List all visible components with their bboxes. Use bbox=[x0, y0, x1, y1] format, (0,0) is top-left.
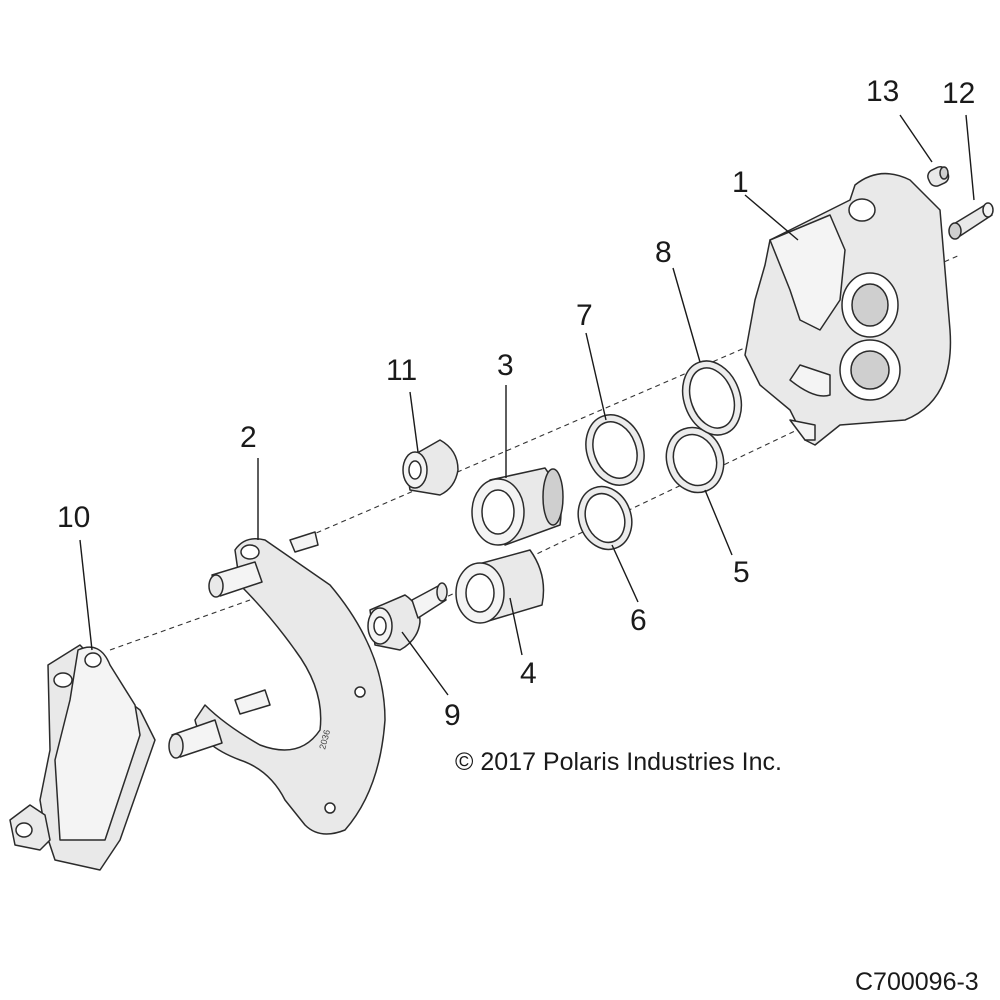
callout-8: 8 bbox=[655, 236, 672, 269]
caliper-bracket: 2036 bbox=[194, 538, 386, 835]
piston-large bbox=[471, 467, 564, 546]
callout-11: 11 bbox=[386, 354, 417, 387]
seal-8 bbox=[681, 360, 743, 436]
seal-5 bbox=[665, 426, 725, 494]
callout-12: 12 bbox=[942, 77, 975, 110]
callout-5: 5 bbox=[733, 556, 750, 589]
figure-id: C700096-3 bbox=[855, 968, 979, 996]
callout-13: 13 bbox=[866, 75, 899, 108]
callout-1: 1 bbox=[732, 166, 749, 199]
callout-9: 9 bbox=[444, 699, 461, 732]
callout-10: 10 bbox=[57, 501, 90, 534]
seal-7 bbox=[585, 414, 645, 486]
assembly-axis-lines bbox=[109, 254, 961, 651]
callout-7: 7 bbox=[576, 299, 593, 332]
bracket-upper-pin bbox=[208, 531, 319, 598]
bracket-lower-pin bbox=[168, 689, 271, 759]
seal-6 bbox=[577, 485, 633, 551]
callout-4: 4 bbox=[520, 657, 537, 690]
callout-2: 2 bbox=[240, 421, 257, 454]
bleeder-cap bbox=[927, 166, 950, 187]
piston-boot-lower bbox=[367, 582, 448, 651]
bleeder-screw bbox=[948, 202, 994, 240]
callout-6: 6 bbox=[630, 604, 647, 637]
brake-pad-inner bbox=[9, 646, 141, 851]
piston-boot-upper bbox=[402, 439, 459, 496]
piston-small bbox=[455, 549, 545, 624]
callout-leader-lines bbox=[79, 114, 975, 696]
caliper-housing bbox=[744, 172, 952, 446]
copyright-notice: © 2017 Polaris Industries Inc. bbox=[455, 748, 782, 776]
callout-3: 3 bbox=[497, 349, 514, 382]
